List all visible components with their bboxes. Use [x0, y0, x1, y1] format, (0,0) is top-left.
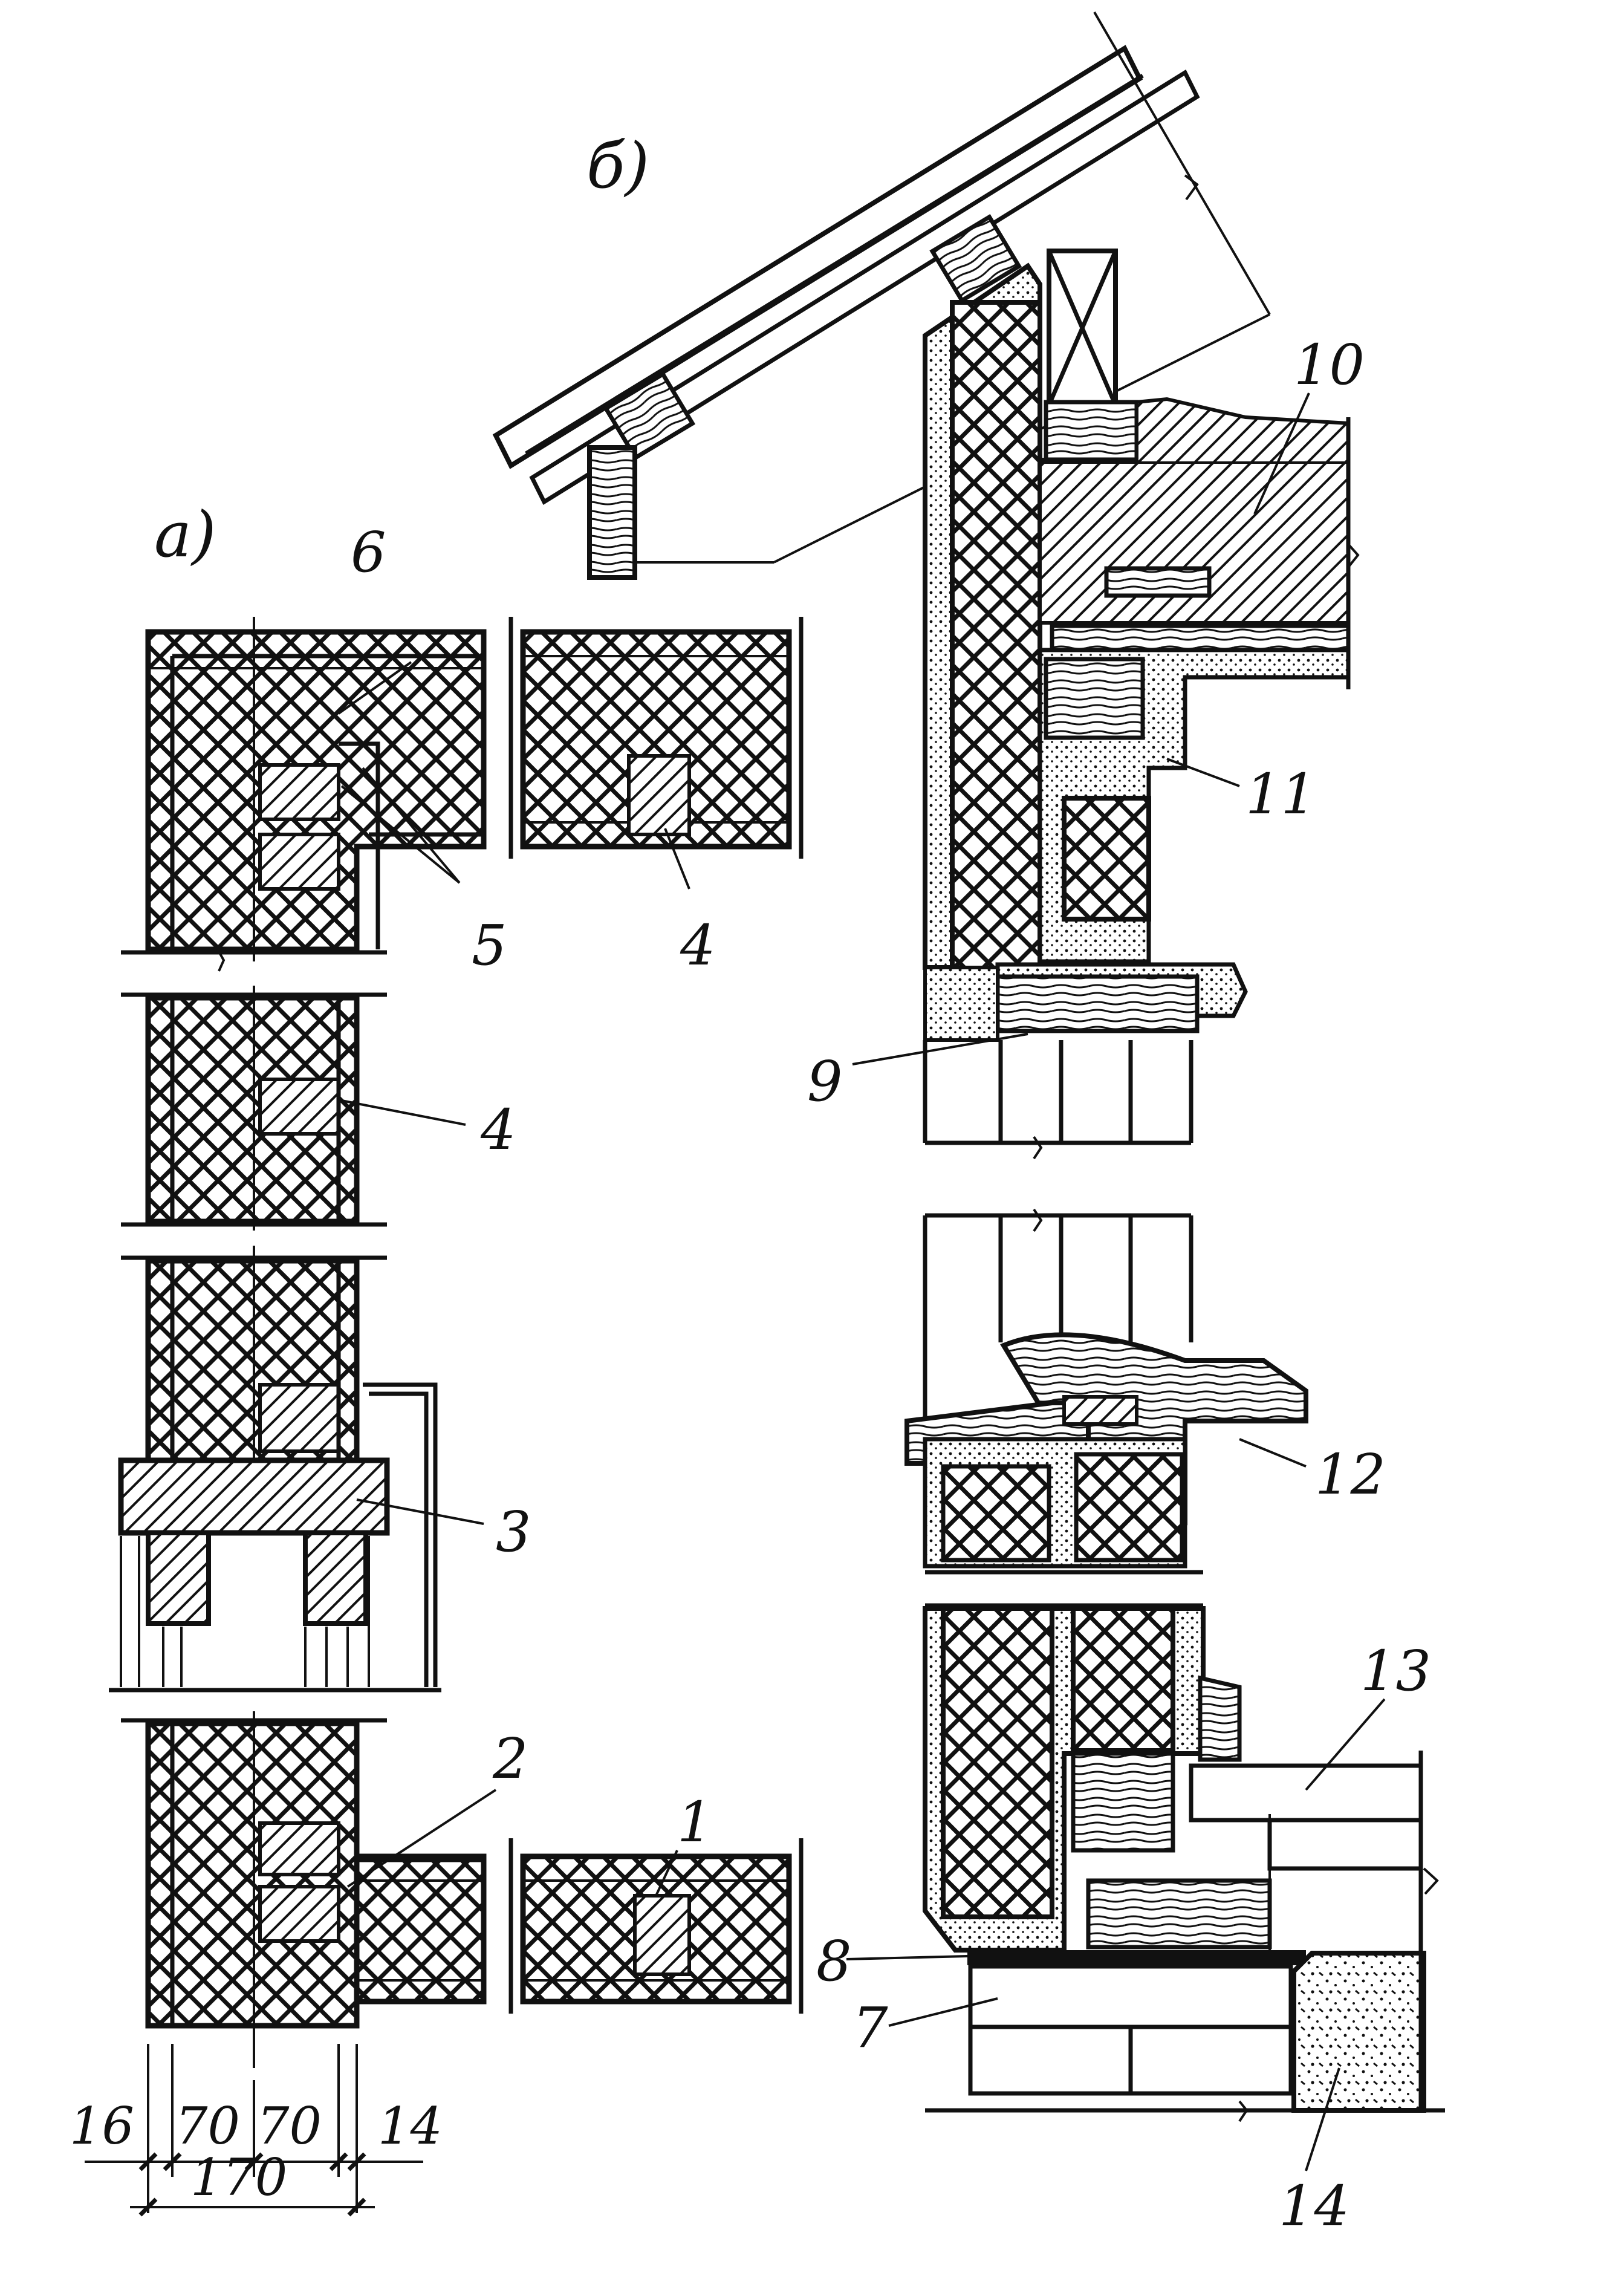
window-upper [923, 1040, 1193, 1160]
callout-5: 5 [472, 913, 507, 978]
dimension-chain [85, 2044, 423, 2217]
dim-70-right: 70 [257, 2096, 322, 2156]
callout-13: 13 [1360, 1639, 1431, 1703]
callout-2: 2 [492, 1726, 528, 1791]
callout-11: 11 [1245, 762, 1316, 827]
view-a-sections [85, 617, 804, 2217]
view-label-a: а) [154, 498, 216, 571]
wall-top-ceiling [923, 249, 1360, 1042]
callout-9: 9 [807, 1049, 843, 1114]
callout-14: 14 [1279, 2174, 1349, 2239]
callout-10: 10 [1294, 333, 1365, 397]
section-a-floor-top [508, 617, 804, 859]
view-b-sections [492, 11, 1445, 2171]
leaders-a [337, 661, 690, 1896]
callout-6: 6 [351, 520, 386, 585]
callout-8: 8 [816, 1929, 852, 1994]
foundation [923, 1603, 1445, 2122]
callout-12: 12 [1315, 1442, 1386, 1507]
section-a-wall-mid [121, 986, 387, 1231]
dim-70-left: 70 [175, 2096, 240, 2156]
section-a-window-head [109, 1246, 441, 1693]
dim-170: 170 [190, 2148, 287, 2207]
view-label-b: б) [586, 129, 649, 203]
roof-slope [492, 11, 1271, 580]
dim-14: 14 [378, 2096, 443, 2156]
leaders-b [846, 392, 1386, 2171]
callout-7: 7 [852, 1995, 888, 2060]
dim-16: 16 [70, 2096, 134, 2156]
section-a-roof-corner [121, 617, 487, 972]
callout-4-mid: 4 [480, 1098, 516, 1162]
section-a-floor-bottom [121, 1711, 804, 2068]
window-sill [904, 1208, 1308, 1575]
callout-1: 1 [677, 1790, 713, 1855]
callout-4-top: 4 [680, 913, 716, 978]
callout-3: 3 [496, 1500, 531, 1564]
